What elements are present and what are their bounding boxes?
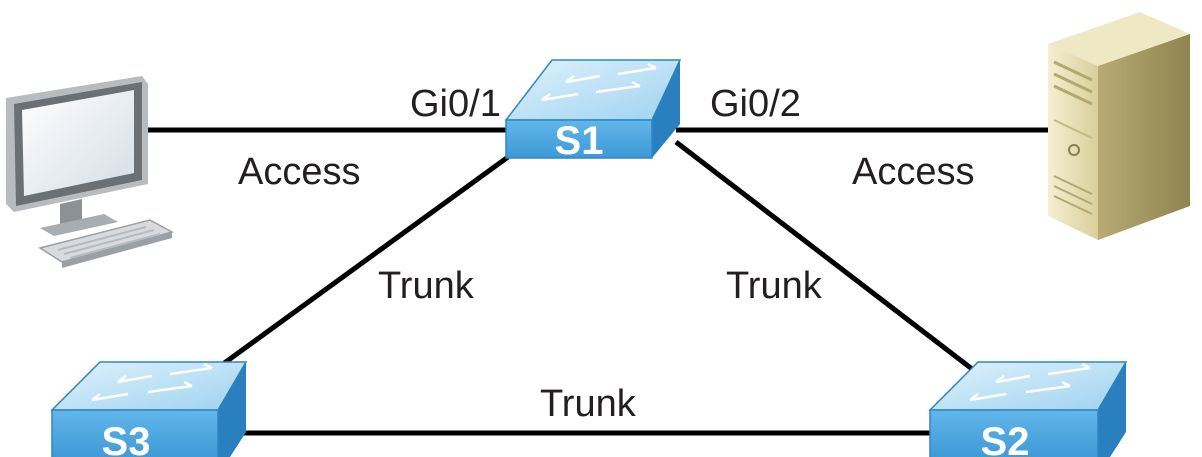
switch-s2-label: S2 [981, 420, 1030, 457]
link-label-trunk-s3-s2: Trunk [540, 383, 637, 425]
link-label-access-right: Access [852, 151, 974, 193]
switch-s3: S3 [50, 361, 248, 457]
link-s1-s3 [210, 154, 510, 375]
switch-s1: S1 [504, 59, 682, 163]
switch-arrows-icon [541, 62, 657, 102]
link-s1-s2 [674, 140, 978, 374]
tower-server-icon [1048, 12, 1190, 240]
switch-arrows-icon [91, 362, 213, 402]
port-label-gi0-1: Gi0/1 [410, 83, 501, 125]
link-label-trunk-s1-s2: Trunk [726, 265, 823, 307]
switch-s3-label: S3 [102, 420, 151, 457]
switch-s2: S2 [928, 361, 1128, 457]
switch-arrows-icon [969, 362, 1091, 402]
switch-s1-label: S1 [555, 119, 604, 163]
link-label-trunk-s1-s3: Trunk [378, 265, 475, 307]
link-label-access-left: Access [238, 151, 360, 193]
desktop-computer-icon [6, 76, 174, 268]
port-label-gi0-2: Gi0/2 [710, 83, 801, 125]
